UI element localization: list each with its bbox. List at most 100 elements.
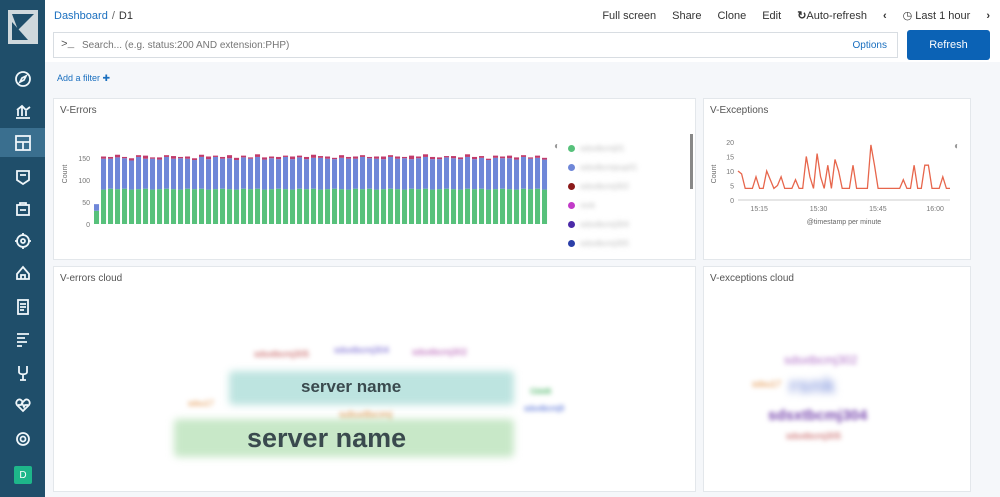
cloud-word[interactable]: sdsxtbcmj302 xyxy=(784,353,858,367)
bar-segment xyxy=(479,188,485,224)
legend-item[interactable]: sdsxtbcmjsup01 xyxy=(568,158,637,177)
bar-segment xyxy=(479,157,485,189)
bar-segment xyxy=(297,188,303,224)
bar-segment xyxy=(500,188,506,224)
bar-segment xyxy=(381,156,387,160)
auto-refresh-button[interactable]: ↻Auto-refresh xyxy=(797,9,867,22)
bar-segment xyxy=(521,155,527,157)
management-icon[interactable] xyxy=(10,426,35,451)
bar-segment xyxy=(94,210,100,224)
search-input[interactable] xyxy=(82,36,782,55)
bar-segment xyxy=(290,156,296,160)
time-next-button[interactable]: › xyxy=(986,9,990,22)
bar-segment xyxy=(248,158,254,190)
legend-item[interactable]: rsnk xyxy=(568,196,637,215)
legend-item[interactable]: sdsxtbcmj305 xyxy=(568,234,637,253)
visualize-icon[interactable] xyxy=(10,98,35,123)
bar-segment xyxy=(283,189,289,224)
user-avatar[interactable]: D xyxy=(14,466,32,484)
canvas-icon[interactable] xyxy=(10,164,35,189)
bar-segment xyxy=(234,160,240,190)
bar-segment xyxy=(325,189,331,224)
cloud-word[interactable]: sdsxtbcmj304 xyxy=(334,345,390,355)
bar-segment xyxy=(101,158,107,190)
bar-segment xyxy=(332,188,338,224)
cloud-word[interactable]: Gbld6 xyxy=(530,387,552,396)
bar-segment xyxy=(283,156,289,190)
bar-segment xyxy=(108,188,114,224)
cloud-word-blurred[interactable] xyxy=(229,371,514,405)
bar-segment xyxy=(276,159,282,189)
bar-segment xyxy=(262,189,268,224)
time-prev-button[interactable]: ‹ xyxy=(882,9,887,22)
bar-segment xyxy=(101,189,107,224)
bar-segment xyxy=(521,188,527,224)
cloud-word-server-name[interactable]: server name xyxy=(301,377,402,396)
bar-segment xyxy=(451,158,457,190)
bar-segment xyxy=(255,188,261,224)
bar-segment xyxy=(444,156,450,158)
cloud-word[interactable]: sdsxtbcmj9 xyxy=(524,404,565,413)
infrastructure-icon[interactable] xyxy=(10,260,35,285)
maps-icon[interactable] xyxy=(10,196,35,221)
bar-segment xyxy=(507,158,513,190)
cloud-word[interactable]: rsnk xyxy=(789,373,836,398)
y-tick-label: 100 xyxy=(78,178,90,185)
bar-segment xyxy=(451,156,457,159)
logs-icon[interactable] xyxy=(10,294,35,319)
y-tick-label: 15 xyxy=(726,155,734,162)
breadcrumb-current: D1 xyxy=(118,10,133,22)
bar-segment xyxy=(143,155,149,159)
bar-segment xyxy=(395,158,401,190)
legend-item[interactable]: sdsxtbcmj304 xyxy=(568,215,637,234)
query-prompt-icon: >_ xyxy=(61,39,75,51)
refresh-button[interactable]: Refresh xyxy=(907,30,990,60)
bar-segment xyxy=(353,156,359,159)
bar-segment xyxy=(325,156,331,159)
legend-toggle-icon[interactable]: ◐ xyxy=(954,141,961,152)
cloud-word-blurred[interactable] xyxy=(174,419,514,457)
bar-segment xyxy=(332,157,338,160)
cloud-word[interactable]: sdsxtbcmj304 xyxy=(768,407,868,424)
kibana-logo[interactable] xyxy=(8,10,38,44)
bar-segment xyxy=(122,156,128,159)
apm-icon[interactable] xyxy=(10,326,35,351)
bar-segment xyxy=(507,155,513,159)
bar-segment xyxy=(262,157,268,160)
cloud-word[interactable]: sdsxtbcmj xyxy=(339,408,393,422)
bar-segment xyxy=(192,160,198,190)
bar-segment xyxy=(318,189,324,224)
edit-button[interactable]: Edit xyxy=(762,9,782,22)
cloud-word[interactable]: sdsxtbcmj302 xyxy=(412,347,468,357)
discover-icon[interactable] xyxy=(10,66,35,91)
bar-segment xyxy=(199,156,205,189)
panel-title: V-errors cloud xyxy=(60,273,123,284)
full-screen-button[interactable]: Full screen xyxy=(602,9,657,22)
bar-segment xyxy=(458,159,464,190)
legend-toggle-icon[interactable]: ◐ xyxy=(554,141,561,152)
bar-segment xyxy=(136,155,142,157)
cloud-word[interactable]: sdsxtbcmj305 xyxy=(786,431,842,441)
legend-item[interactable]: sdsxtbcmj302 xyxy=(568,177,637,196)
options-button[interactable]: Options xyxy=(852,40,887,51)
monitoring-icon[interactable] xyxy=(10,392,35,417)
breadcrumb-dashboard-link[interactable]: Dashboard xyxy=(54,10,108,22)
share-button[interactable]: Share xyxy=(672,9,702,22)
add-filter-link[interactable]: Add a filter ✚ xyxy=(57,73,111,83)
bar-segment xyxy=(486,160,492,190)
uptime-icon[interactable] xyxy=(10,360,35,385)
legend-scrollbar[interactable] xyxy=(690,134,693,189)
cloud-word-server-name[interactable]: server name xyxy=(247,423,407,453)
bar-segment xyxy=(416,189,422,224)
cloud-word[interactable]: sdsu17 xyxy=(188,399,214,408)
bar-segment xyxy=(129,160,135,190)
ml-icon[interactable] xyxy=(10,228,35,253)
dashboard-icon[interactable] xyxy=(0,128,45,157)
clone-button[interactable]: Clone xyxy=(717,9,747,22)
bar-segment xyxy=(311,188,317,224)
time-picker-button[interactable]: ◷ Last 1 hour xyxy=(903,9,971,22)
cloud-word[interactable]: sdsxtbcmj305 xyxy=(254,349,310,359)
legend-item[interactable]: sdsxtbcmj01 xyxy=(568,139,637,158)
bar-segment xyxy=(206,156,212,160)
cloud-word[interactable]: sdsu17 xyxy=(752,379,782,389)
